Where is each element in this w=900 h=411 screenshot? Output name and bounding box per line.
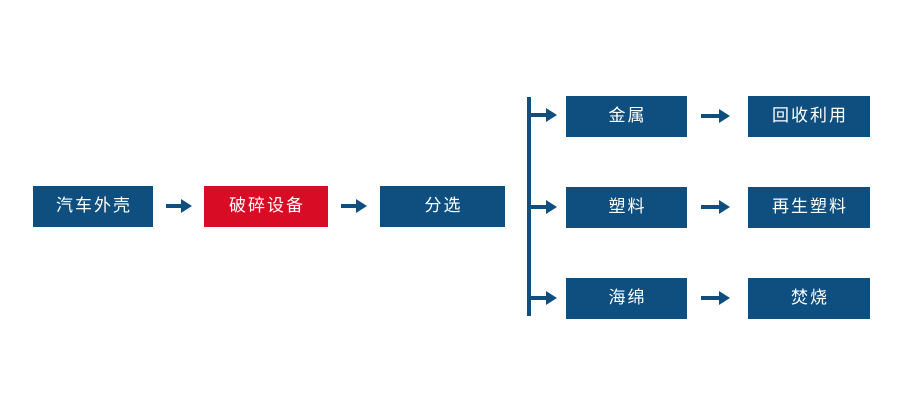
arrow-head — [356, 199, 367, 213]
arrow-right-icon-plastic-to-recycled-plastic — [701, 197, 731, 217]
node-material-metal[interactable]: 金属 — [566, 96, 687, 137]
node-outcome-incineration[interactable]: 焚烧 — [748, 278, 870, 319]
arrow-head — [719, 109, 730, 123]
arrow-right-icon-crusher-to-sorting — [341, 196, 367, 216]
arrow-head — [546, 291, 557, 305]
arrow-right-icon-metal-to-recycle — [701, 106, 731, 126]
node-outcome-recycled-plastic[interactable]: 再生塑料 — [748, 187, 870, 228]
arrow-right-icon-sponge-to-incineration — [701, 288, 731, 308]
arrow-head — [719, 200, 730, 214]
arrow-shaft — [529, 205, 547, 209]
arrow-head — [546, 108, 557, 122]
node-material-sponge[interactable]: 海绵 — [566, 278, 687, 319]
arrow-right-icon-branch-metal — [529, 105, 557, 125]
node-sorting[interactable]: 分选 — [380, 186, 505, 227]
arrow-head — [719, 291, 730, 305]
arrow-head — [546, 200, 557, 214]
arrow-shaft — [701, 114, 720, 118]
arrow-shaft — [529, 296, 547, 300]
arrow-head — [181, 199, 192, 213]
arrow-shaft — [701, 296, 720, 300]
arrow-right-icon-branch-plastic — [529, 197, 557, 217]
node-outcome-recycle-reuse[interactable]: 回收利用 — [748, 96, 870, 137]
arrow-right-icon-branch-sponge — [529, 288, 557, 308]
arrow-shaft — [341, 204, 357, 208]
arrow-shaft — [529, 113, 547, 117]
arrow-shaft — [701, 205, 720, 209]
node-material-plastic[interactable]: 塑料 — [566, 187, 687, 228]
node-input-car-shell[interactable]: 汽车外壳 — [33, 186, 153, 227]
arrow-shaft — [166, 204, 182, 208]
arrow-right-icon-input-to-crusher — [166, 196, 192, 216]
node-crusher-equipment[interactable]: 破碎设备 — [204, 186, 328, 227]
